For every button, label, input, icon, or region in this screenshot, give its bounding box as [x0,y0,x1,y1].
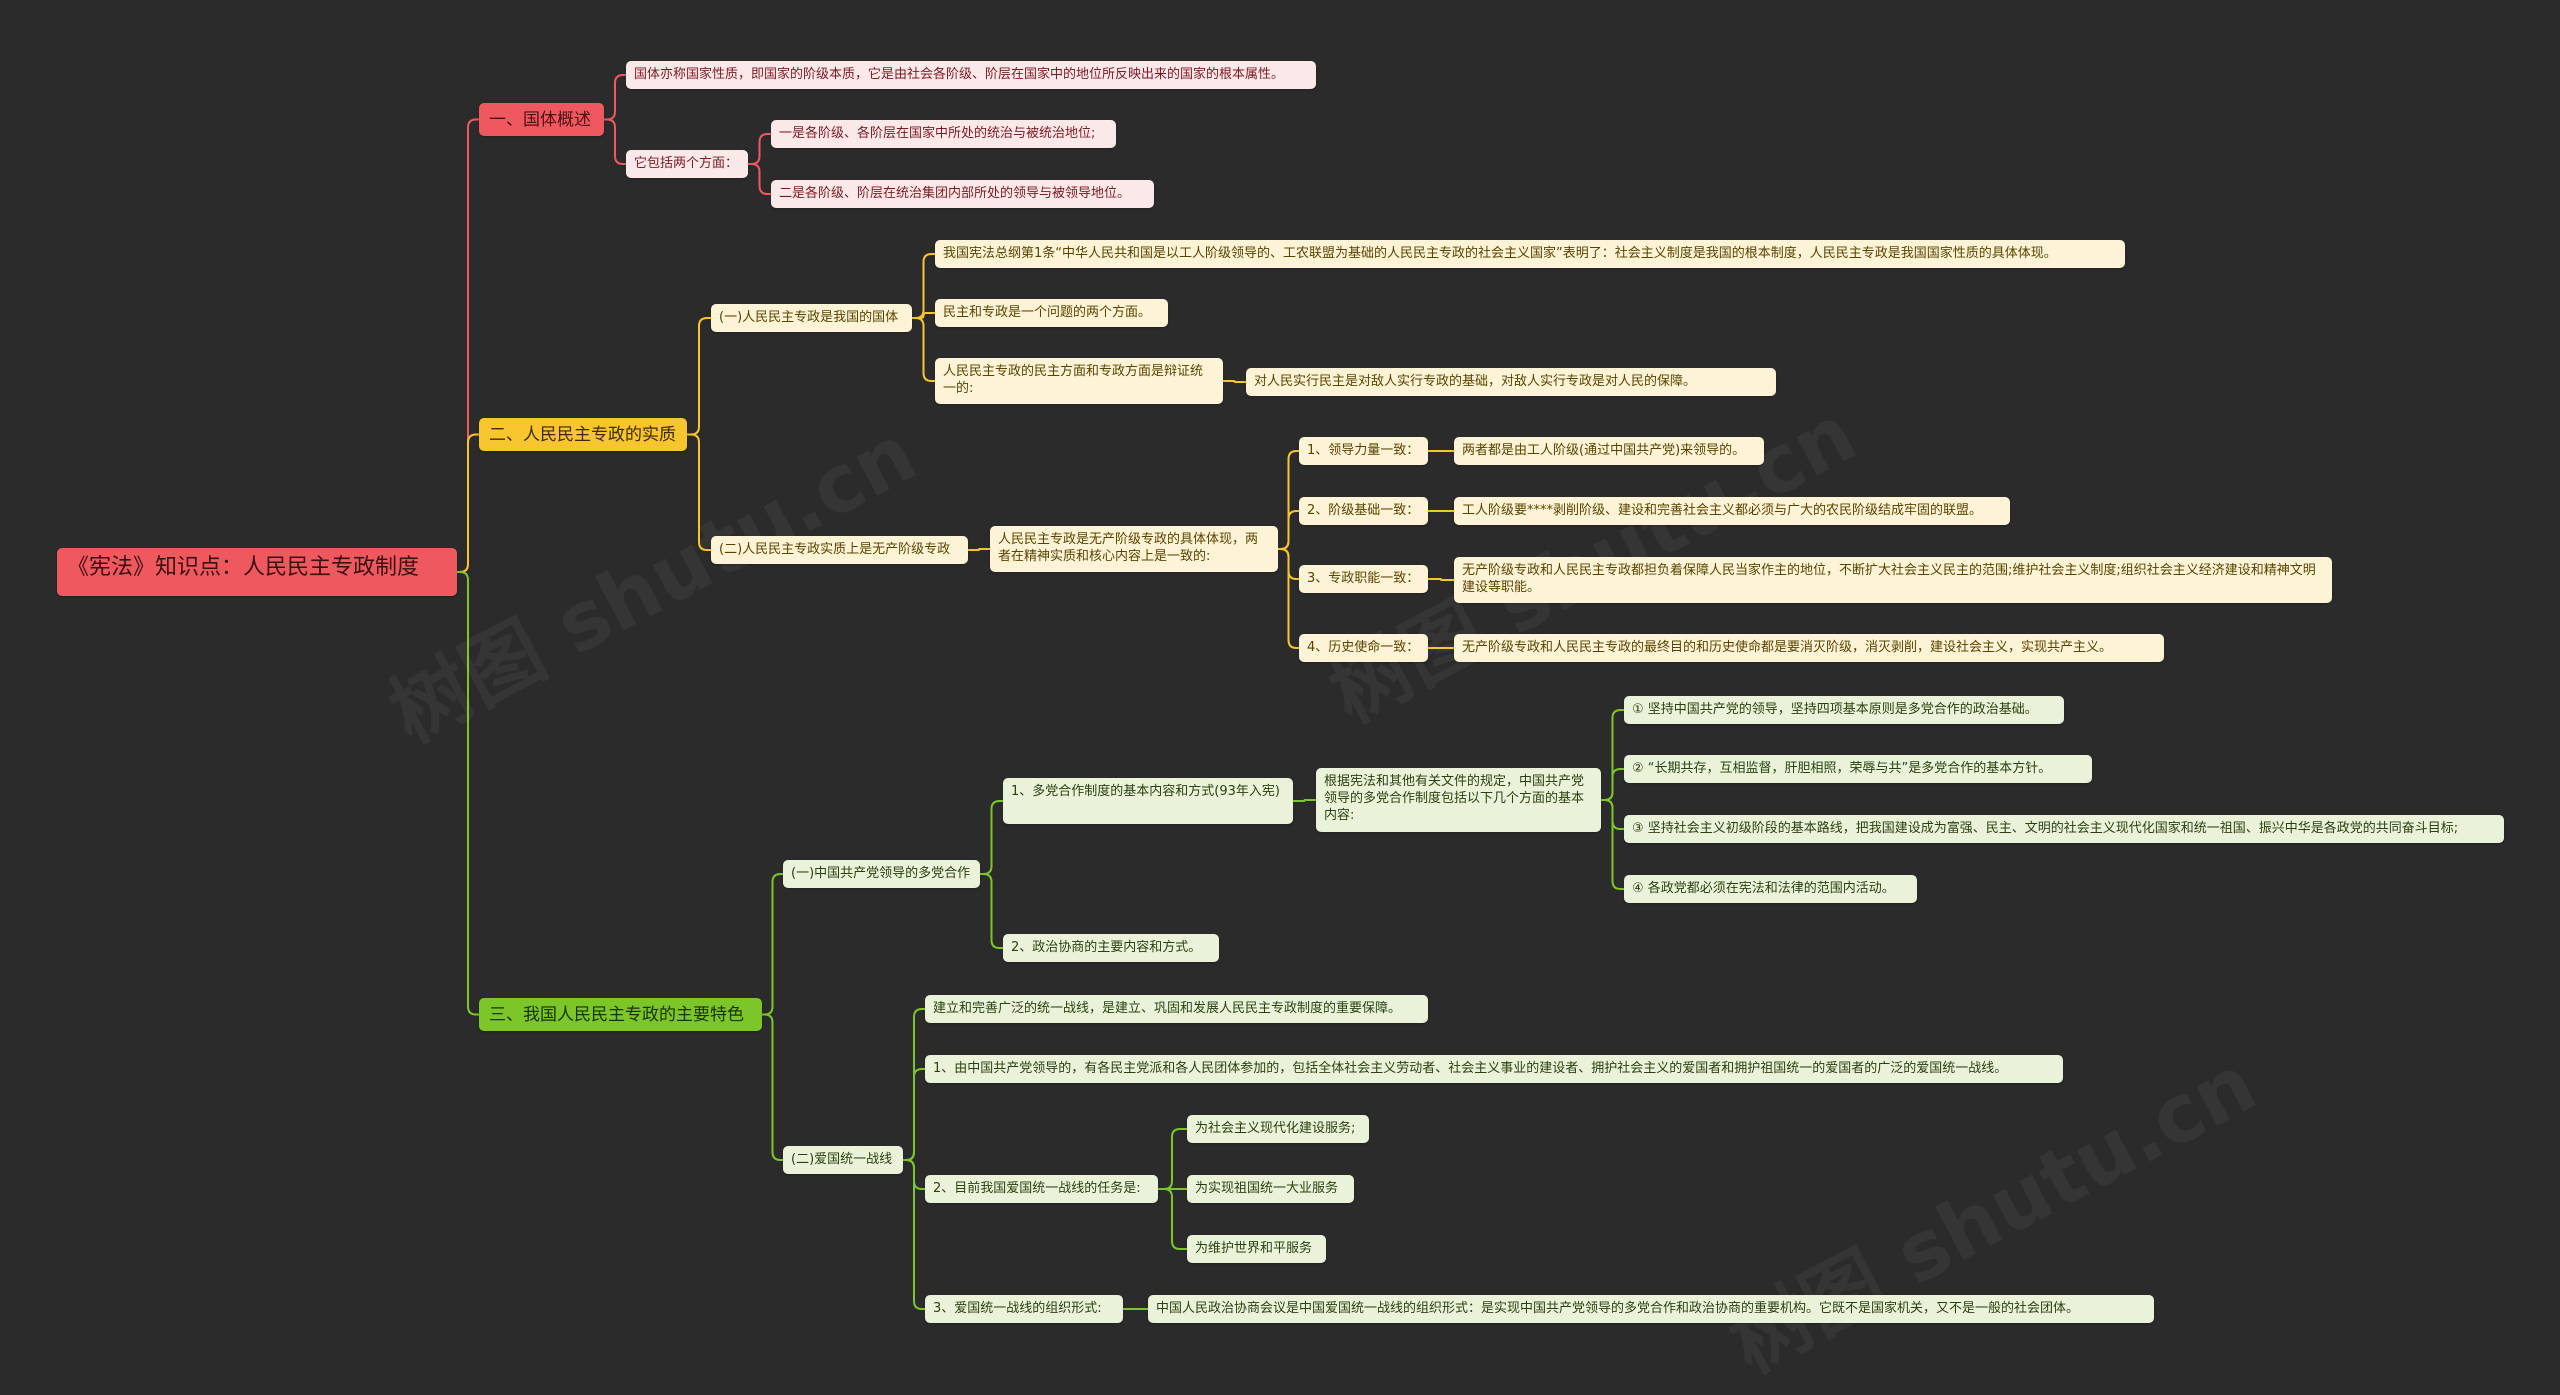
topic-constitution-article-1[interactable]: 我国宪法总纲第1条“中华人民共和国是以工人阶级领导的、工农联盟为基础的人民民主专… [935,240,2125,268]
connector-line [748,133,771,165]
connector-line [968,548,990,551]
connector-line [912,312,935,319]
topic-basic-policy[interactable]: ② “长期共存，互相监督，肝胆相照，荣辱与共”是多党合作的基本方针。 [1624,755,2092,783]
topic-mission-consistent[interactable]: 4、历史使命一致： [1299,634,1428,662]
branch-main-features[interactable]: 三、我国人民民主专政的主要特色 [479,998,762,1031]
topic-dialectical-unity[interactable]: 人民民主专政的民主方面和专政方面是辩证统一的: [935,358,1223,404]
connector-line [1223,380,1246,383]
root-topic[interactable]: 《宪法》知识点：人民民主专政制度 [57,548,457,596]
connector-line [687,317,711,436]
connector-line [748,163,771,195]
connector-line [1293,799,1316,802]
topic-united-front-tasks[interactable]: 2、目前我国爱国统一战线的任务是: [925,1175,1158,1203]
connector-line [457,118,479,573]
connector-line [762,873,783,1016]
topic-class-basis-detail[interactable]: 工人阶级要****剥削阶级、建设和完善社会主义都必须与广大的农民阶级结成牢固的联… [1454,497,2010,525]
topic-aspect-leadership-status[interactable]: 二是各阶级、阶层在统治集团内部所处的领导与被领导地位。 [771,180,1154,208]
connector-line [1278,548,1299,649]
topic-leadership-detail[interactable]: 两者都是由工人阶级(通过中国共产党)来领导的。 [1454,437,1764,465]
connector-line [1601,709,1624,801]
topic-function-detail[interactable]: 无产阶级专政和人民民主专政都担负着保障人民当家作主的地位，不断扩大社会主义民主的… [1454,557,2332,603]
topic-task-reunification[interactable]: 为实现祖国统一大业服务 [1187,1175,1354,1203]
connector-line [903,1159,925,1190]
connector-line [604,118,626,165]
connector-line [980,800,1003,875]
connector-line [1601,768,1624,801]
topic-act-within-law[interactable]: ④ 各政党都必须在宪法和法律的范围内活动。 [1624,875,1917,903]
topic-united-front[interactable]: (二)爱国统一战线 [783,1146,903,1174]
connector-line [457,433,479,573]
connector-line [762,1013,783,1161]
topic-common-goal[interactable]: ③ 坚持社会主义初级阶段的基本路线，把我国建设成为富强、民主、文明的社会主义现代… [1624,815,2504,843]
connector-line [604,74,626,121]
topic-cppcc[interactable]: 中国人民政治协商会议是中国爱国统一战线的组织形式：是实现中国共产党领导的多党合作… [1148,1295,2154,1323]
connector-line [1278,510,1299,550]
topic-political-consultation[interactable]: 2、政治协商的主要内容和方式。 [1003,934,1219,962]
topic-united-front-guarantee[interactable]: 建立和完善广泛的统一战线，是建立、巩固和发展人民民主专政制度的重要保障。 [925,995,1428,1023]
topic-task-modernization[interactable]: 为社会主义现代化建设服务; [1187,1115,1369,1143]
connector-line [912,253,935,319]
topic-multi-party-cooperation[interactable]: (一)中国共产党领导的多党合作 [783,860,980,888]
topic-cooperation-provisions[interactable]: 根据宪法和其他有关文件的规定，中国共产党领导的多党合作制度包括以下几个方面的基本… [1316,768,1601,832]
topic-concrete-embodiment[interactable]: 人民民主专政是无产阶级专政的具体体现，两者在精神实质和核心内容上是一致的: [990,526,1278,572]
topic-democracy-and-dictatorship[interactable]: 民主和专政是一个问题的两个方面。 [935,299,1168,327]
topic-political-foundation[interactable]: ① 坚持中国共产党的领导，坚持四项基本原则是多党合作的政治基础。 [1624,696,2064,724]
topic-national-system-is-dictatorship[interactable]: (一)人民民主专政是我国的国体 [711,304,912,332]
topic-mission-detail[interactable]: 无产阶级专政和人民民主专政的最终目的和历史使命都是要消灭阶级，消灭剥削，建设社会… [1454,634,2164,662]
connector-line [1601,799,1624,830]
branch-essence-of-dictatorship[interactable]: 二、人民民主专政的实质 [479,418,687,451]
topic-national-system-definition[interactable]: 国体亦称国家性质，即国家的阶级本质，它是由社会各阶级、阶层在国家中的地位所反映出… [626,61,1316,89]
connector-line [903,1068,925,1161]
topic-united-front-composition[interactable]: 1、由中国共产党领导的，有各民主党派和各人民团体参加的，包括全体社会主义劳动者、… [925,1055,2063,1083]
topic-essence-proletarian-dictatorship[interactable]: (二)人民民主专政实质上是无产阶级专政 [711,536,968,564]
topic-task-world-peace[interactable]: 为维护世界和平服务 [1187,1235,1326,1263]
topic-aspect-ruling-status[interactable]: 一是各阶级、各阶层在国家中所处的统治与被统治地位; [771,120,1116,148]
topic-leadership-consistent[interactable]: 1、领导力量一致： [1299,437,1428,465]
connector-line [1601,799,1624,890]
topic-class-basis-consistent[interactable]: 2、阶级基础一致： [1299,497,1428,525]
topic-function-consistent[interactable]: 3、专政职能一致： [1299,565,1428,593]
connector-line [1158,1188,1187,1250]
connector-line [1278,450,1299,550]
connector-line [912,317,935,382]
topic-cooperation-basic-content[interactable]: 1、多党合作制度的基本内容和方式(93年入宪) [1003,778,1293,824]
connector-line [980,873,1003,949]
branch-national-system-overview[interactable]: 一、国体概述 [479,103,604,136]
topic-democracy-basis-guarantee[interactable]: 对人民实行民主是对敌人实行专政的基础，对敌人实行专政是对人民的保障。 [1246,368,1776,396]
connector-line [903,1159,925,1310]
topic-two-aspects[interactable]: 它包括两个方面： [626,150,748,178]
topic-organizational-form[interactable]: 3、爱国统一战线的组织形式: [925,1295,1123,1323]
connector-line [903,1008,925,1161]
connector-line [1158,1128,1187,1190]
connector-line [1278,548,1299,580]
